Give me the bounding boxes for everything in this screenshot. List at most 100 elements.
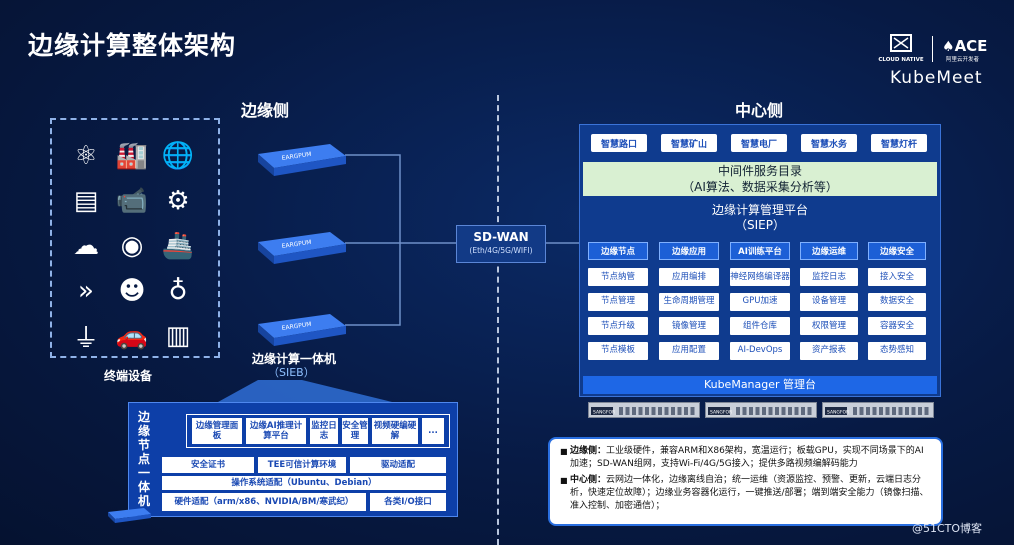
column-cell: 节点模板 [588,341,648,360]
middleware-catalog: 中间件服务目录 （AI算法、数据采集分析等） [583,162,937,196]
column-cell: GPU加速 [730,292,790,311]
column-cell: 生命周期管理 [659,292,719,311]
column-cell: 节点管理 [588,292,648,311]
sieb-label-char: 边 [137,410,150,424]
car-icon: 🚗 [115,321,149,351]
watermark: @51CTO博客 [912,522,983,535]
webcam-icon: ◉ [120,231,144,261]
sdwan-title: SD-WAN [473,230,529,244]
app-button: 智慧路口 [591,134,647,152]
center-divider [497,95,499,545]
page-title: 边缘计算整体架构 [28,31,237,60]
cloud-native-logo: CLOUD NATIVE [878,34,924,68]
kubemeet-logo: KubeMeet [890,68,983,88]
app-button: 智慧矿山 [661,134,717,152]
svg-text:EARGPUM: EARGPUM [281,239,312,250]
sieb-row4-cell: 硬件适配（arm/x86、NVIDIA/BM/寒武纪） [162,493,366,511]
note-edge: ■ 边缘侧：工业级硬件，兼容ARM和X86架构，宽温运行；板载GPU，实现不同场… [560,446,924,469]
column-cell: 设备管理 [800,292,858,311]
edge-device-sub: （SIEB） [268,366,315,379]
sdwan-sub: (Eth/4G/5G/WIFI) [469,246,533,255]
power-tower-icon: ⏚ [72,323,99,354]
column-cell: 应用编排 [659,268,719,286]
column-head: 边缘安全 [868,242,926,260]
document-icon: ▤ [73,186,99,216]
sieb-row2-cell: TEE可信计算环境 [258,457,346,473]
sieb-row4-cell: 各类I/O接口 [370,493,446,511]
column-cell: 数据安全 [868,292,926,311]
terminal-label: 终端设备 [104,369,153,383]
server-1: SANGFOR [588,402,700,418]
column-cell: AI-DevOps [730,341,790,360]
chevrons-icon: » [78,276,94,306]
head-gear-icon: ⚙ [166,186,190,216]
sieb-top-cell: 监控日志 [310,418,338,444]
sieb-row3-cell: 操作系统适配（Ubuntu、Debian） [162,476,446,490]
column-cell: 监控日志 [800,268,858,286]
app-button: 智慧灯杆 [871,134,927,152]
sieb-top-cell: 视频硬编硬解 [372,418,418,444]
column-cell: 接入安全 [868,268,926,286]
column-cell: 权限管理 [800,317,858,335]
hierarchy-icon: ♁ [168,276,188,306]
logo-divider [932,36,933,62]
server-2: SANGFOR [705,402,817,418]
column-cell: 节点升级 [588,317,648,335]
sieb-label-char: 节 [137,438,150,452]
notes-box: ■ 边缘侧：工业级硬件，兼容ARM和X86架构，宽温运行；板载GPU，实现不同场… [548,437,943,526]
column-head: 边缘运维 [800,242,858,260]
sieb-label-char: 体 [137,480,150,494]
bullet-icon: ■ [560,476,568,485]
bullet-icon: ■ [560,447,568,456]
brain-head-icon: ☻ [118,276,146,306]
column-cell: 态势感知 [868,341,926,360]
column-head: AI训练平台 [730,242,790,260]
sieb-label-char: 一 [137,466,150,480]
center-side-title: 中心侧 [735,101,784,120]
sieb-row2-cell: 安全证书 [162,457,254,473]
app-button: 智慧电厂 [731,134,787,152]
barcode-icon: ▥ [165,321,191,351]
column-cell: 镜像管理 [659,317,719,335]
network-globe-icon: 🌐 [161,141,195,171]
sieb-top-cell: 边缘AI推理计算平台 [246,418,306,444]
ship-icon: 🚢 [161,231,195,261]
column-cell: 资产报表 [800,341,858,360]
sieb-top-frame [186,414,450,448]
sieb-vertical-label: 边缘节点一体机 [134,410,154,508]
edge-side-title: 边缘侧 [241,101,290,120]
small-device-icon [104,506,152,524]
column-head: 边缘节点 [588,242,648,260]
factory-icon: 🏭 [115,141,149,171]
platform-title: 边缘计算管理平台 （SIEP） [711,203,808,232]
sieb-label-char: 机 [137,494,150,508]
app-button: 智慧水务 [801,134,857,152]
column-cell: 组件仓库 [730,317,790,335]
ace-logo: ♠ACE 阿里云开发者 [942,37,988,63]
sieb-top-cell: 边缘管理面板 [192,418,242,444]
sieb-label-char: 缘 [137,424,150,438]
spade-icon: ♠ [942,39,955,55]
svg-text:SANGFOR: SANGFOR [827,410,849,416]
sdwan-box: SD-WAN (Eth/4G/5G/WIFI) [456,225,546,263]
sieb-top-cell: ... [422,418,444,444]
column-cell: 容器安全 [868,317,926,335]
svg-text:SANGFOR: SANGFOR [593,410,615,416]
column-cell: 节点纳管 [588,268,648,286]
cloud-device-icon: ☁ [73,231,99,261]
note-center: ■ 中心侧：云网边一体化，边缘离线自治；统一运维（资源监控、预警、更新，云端日志… [560,475,929,511]
sieb-top-cell: 安全管理 [342,418,368,444]
edge-device-2: EARGPUM [252,228,348,268]
molecule-icon: ⚛ [74,141,98,171]
cctv-camera-icon: 📹 [115,186,149,216]
column-cell: 应用配置 [659,341,719,360]
server-3: SANGFOR [822,402,934,418]
svg-text:EARGPUM: EARGPUM [281,151,312,162]
sieb-row2-cell: 驱动适配 [350,457,446,473]
kubemanager-bar: KubeManager 管理台 [583,376,937,394]
edge-device-label: 边缘计算一体机 [252,352,337,366]
column-head: 边缘应用 [659,242,719,260]
terminal-device-box [50,118,220,358]
edge-device-1: EARGPUM [252,140,348,180]
